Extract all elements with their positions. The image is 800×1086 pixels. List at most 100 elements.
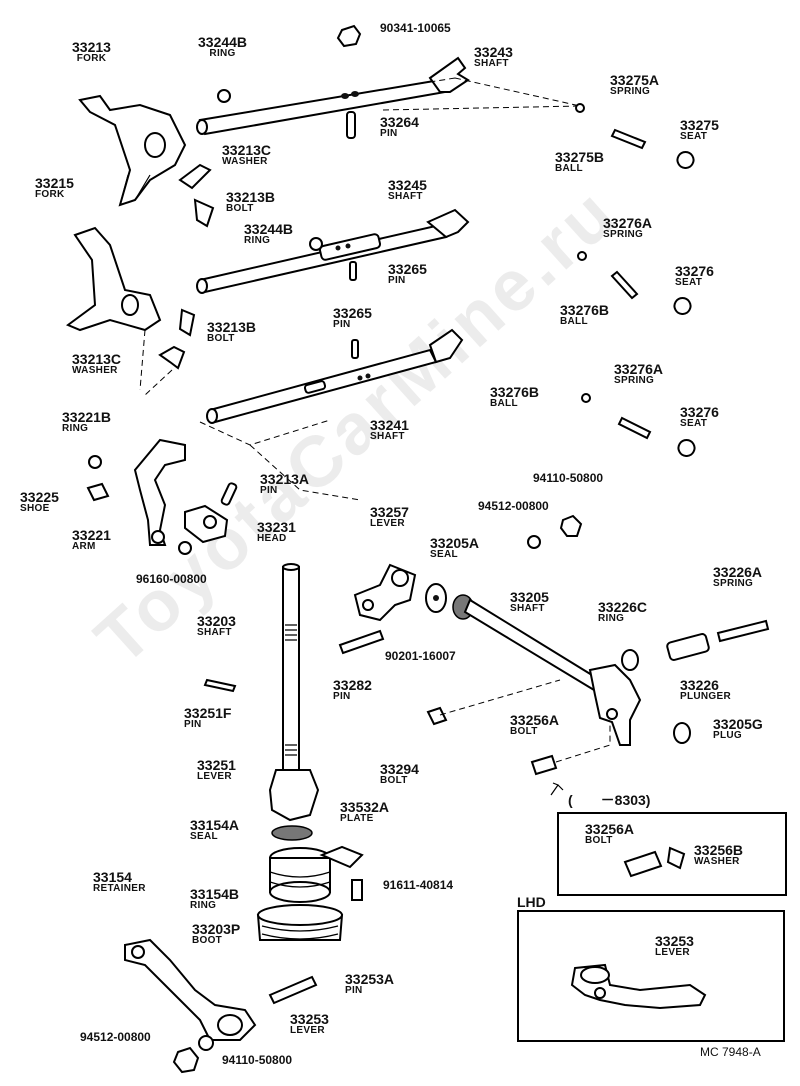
fork-33215	[65, 226, 162, 332]
part-name: SHAFT	[510, 603, 545, 614]
shaft-33203	[282, 563, 300, 778]
lever-33257	[353, 563, 417, 622]
lhd-title-text: LHD	[517, 894, 546, 910]
part-number: 33154A	[190, 817, 240, 833]
part-name: PLUNGER	[680, 691, 731, 702]
part-number: 33256A	[585, 821, 635, 837]
part-number: 33154B	[190, 886, 240, 902]
part-name: RETAINER	[93, 883, 146, 894]
plunger-33226	[666, 633, 710, 661]
inset-note: ( －8303)	[568, 793, 650, 807]
lever-33253	[124, 938, 257, 1041]
part-number: 33276B	[490, 384, 540, 400]
part-name: SEAT	[675, 277, 703, 288]
part-number: 33294	[380, 761, 419, 777]
part-number: 90341-10065	[380, 21, 451, 35]
part-number: 33275	[680, 117, 719, 133]
head-33231	[184, 504, 229, 544]
arm-33221	[133, 438, 186, 546]
part-name: BOLT	[207, 333, 235, 344]
part-name: SPRING	[713, 578, 754, 589]
part-number: 94110-50800	[222, 1053, 293, 1067]
part-name: LEVER	[370, 518, 405, 529]
part-name: PIN	[260, 485, 278, 496]
part-name: PIN	[388, 275, 406, 286]
part-number: 33265	[333, 305, 372, 321]
part-number: 33203	[197, 613, 236, 629]
part-name: SEAT	[680, 418, 708, 429]
part-number: 33276A	[614, 361, 664, 377]
label-90341-10065: 90341-10065	[380, 22, 451, 34]
part-number: 33245	[388, 177, 427, 193]
part-number: 33253A	[345, 971, 395, 987]
part-number: 91611-40814	[383, 878, 454, 892]
part-number: 33276A	[603, 215, 653, 231]
part-number: 33154	[93, 869, 132, 885]
part-name: FORK	[76, 53, 107, 64]
part-number: 33221B	[62, 409, 112, 425]
part-number: 33257	[370, 504, 409, 520]
shaft-33241	[206, 328, 464, 424]
part-name: RING	[62, 423, 89, 434]
part-name: LEVER	[290, 1025, 325, 1036]
part-name: BOLT	[510, 726, 538, 737]
part-name: HEAD	[257, 533, 287, 544]
label-94512-00800-1: 94512-00800	[478, 500, 549, 512]
part-number: 33205A	[430, 535, 480, 551]
part-name: LEVER	[655, 947, 690, 958]
part-name: LEVER	[197, 771, 232, 782]
part-number: 33203P	[192, 921, 241, 937]
part-name: WASHER	[222, 156, 268, 167]
part-number: 33244B	[244, 221, 294, 237]
part-name: RING	[190, 900, 217, 911]
part-name: SHAFT	[388, 191, 423, 202]
part-name: SPRING	[610, 86, 651, 97]
boot-33203P	[256, 904, 344, 941]
retainer-33154	[269, 847, 331, 903]
part-name: RING	[244, 235, 271, 246]
part-name: PIN	[380, 128, 398, 139]
label-91611-40814: 91611-40814	[383, 879, 453, 891]
part-name: PIN	[184, 719, 202, 730]
part-number: 33226A	[713, 564, 763, 580]
part-name: PLUG	[713, 730, 742, 741]
label-94110-50800-2: 94110-50800	[222, 1054, 292, 1066]
part-number: 94512-00800	[80, 1030, 151, 1044]
part-name: SHAFT	[370, 431, 405, 442]
reference-code-text: MC 7948-A	[700, 1045, 761, 1059]
part-number: 33256B	[694, 842, 744, 858]
part-name: BALL	[490, 398, 518, 409]
part-name: PIN	[333, 319, 351, 330]
part-number: 33256A	[510, 712, 560, 728]
lever-33251	[268, 769, 320, 822]
part-number: 33251	[197, 757, 236, 773]
part-number: 33276	[675, 263, 714, 279]
